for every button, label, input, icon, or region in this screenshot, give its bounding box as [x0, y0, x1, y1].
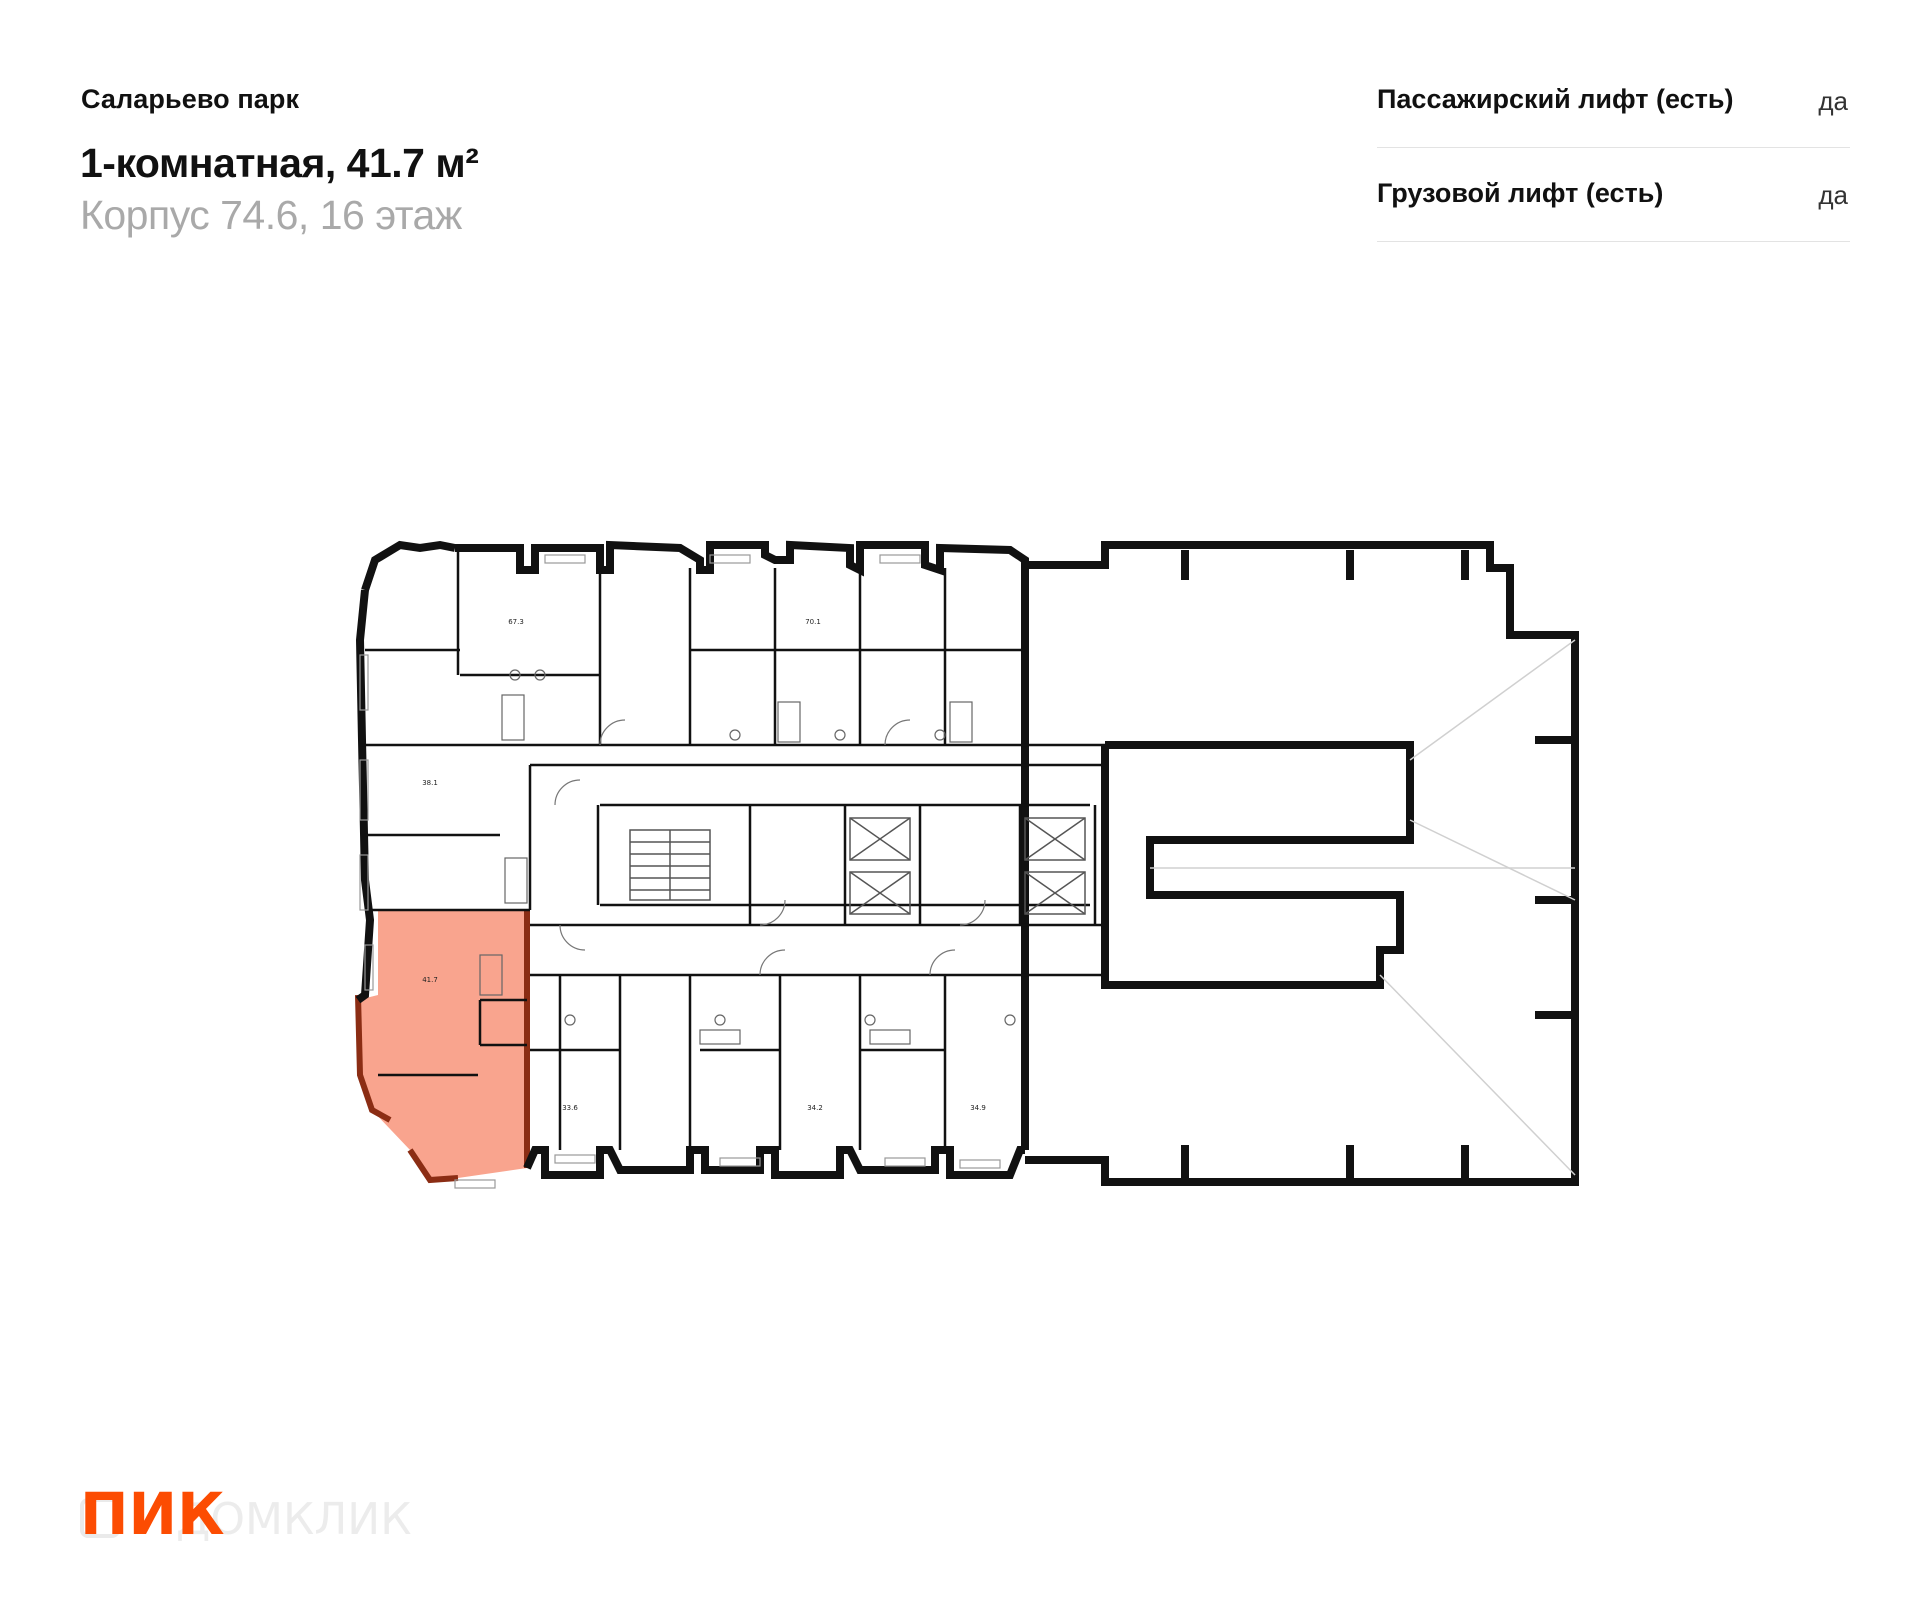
interior-walls [360, 548, 1105, 1150]
features-list: Пассажирский лифт (есть) да Грузовой лиф… [1377, 54, 1850, 242]
feature-row-passenger-lift: Пассажирский лифт (есть) да [1377, 54, 1850, 148]
door-swings [554, 719, 986, 976]
project-name: Саларьево парк [81, 84, 300, 114]
unit-area-label: 34.2 [807, 1104, 823, 1112]
pik-logo-icon: ПИК [80, 1480, 225, 1548]
feature-value: да [1818, 180, 1848, 210]
window-marks [359, 554, 1001, 1189]
apartment-title: 1-комнатная, 41.7 м² [80, 140, 479, 186]
feature-row-freight-lift: Грузовой лифт (есть) да [1377, 148, 1850, 242]
building-right-wing [1025, 541, 1579, 1186]
domclick-watermark-icon: ДОМКЛИК [80, 1494, 411, 1545]
unit-area-label: 41.7 [422, 976, 438, 984]
bathroom-fixtures [479, 669, 1016, 1045]
elevator-shafts [849, 817, 1086, 915]
stair-core [629, 829, 711, 901]
unit-area-label: 34.9 [970, 1104, 986, 1112]
selected-unit-highlight[interactable] [358, 910, 527, 1180]
unit-area-label: 38.1 [422, 779, 438, 787]
unit-area-label: 70.1 [805, 618, 821, 626]
right-wing-guides [1150, 639, 1576, 1176]
feature-label: Грузовой лифт (есть) [1377, 178, 1664, 208]
unit-area-label: 67.3 [508, 618, 524, 626]
brand-logo: ДОМКЛИК ПИК [80, 1480, 411, 1548]
feature-label: Пассажирский лифт (есть) [1377, 84, 1734, 114]
feature-value: да [1818, 86, 1848, 116]
selected-unit-walls [355, 910, 530, 1184]
unit-area-label: 33.6 [562, 1104, 578, 1112]
logo-text: ПИК [80, 1480, 225, 1548]
apartment-subtitle: Корпус 74.6, 16 этаж [80, 192, 462, 238]
watermark-text: ДОМКЛИК [176, 1494, 411, 1545]
